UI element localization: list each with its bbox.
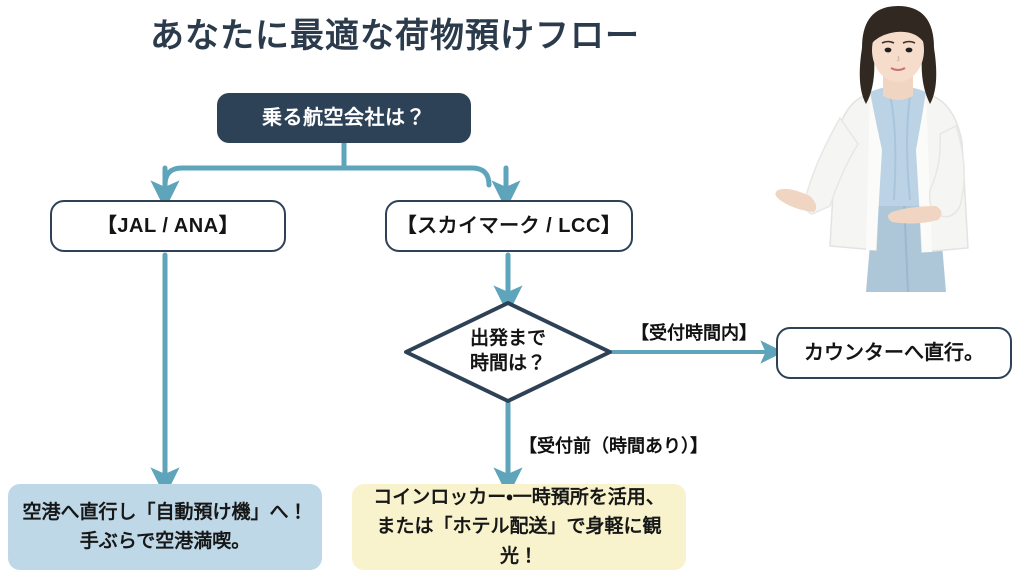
presenter-illustration — [775, 6, 969, 292]
result-coin-locker-hotel-delivery[interactable]: コインロッカー・一時預所を活用、 または「ホテル配送」で身軽に観光！ — [352, 484, 686, 570]
result-blue-line2: 手ぶらで空港満喫。 — [79, 531, 251, 552]
page-title: あなたに最適な荷物預けフロー — [150, 17, 640, 55]
node-decision-time-until-departure[interactable]: 出発まで 時間は？ — [403, 300, 613, 404]
decision-label-line2: 時間は？ — [469, 353, 546, 374]
result-blue-line1: 空港へ直行し「自動預け機」へ！ — [22, 501, 308, 523]
node-root-airline-question[interactable]: 乗る航空会社は？ — [217, 93, 471, 143]
presenter-photo — [770, 0, 1024, 292]
result-yellow-line1: コインロッカー・一時預所を活用、 — [373, 486, 665, 508]
decision-label-line1: 出発まで — [469, 328, 546, 350]
edge-label-within-checkin-hours: 【受付時間内】 — [631, 323, 757, 343]
node-branch-jal-ana[interactable]: 【JAL / ANA】 — [50, 200, 286, 252]
result-go-to-counter[interactable]: カウンターへ直行。 — [776, 327, 1012, 379]
result-airport-self-bag-drop[interactable]: 空港へ直行し「自動預け機」へ！ 手ぶらで空港満喫。 — [8, 484, 322, 570]
decision-label: 出発まで 時間は？ — [403, 300, 613, 404]
edge-root-split — [150, 140, 521, 210]
result-yellow-line2: または「ホテル配送」で身軽に観光！ — [376, 516, 662, 567]
edge-label-before-checkin: 【受付前（時間あり）】 — [519, 436, 708, 456]
node-branch-skymark-lcc[interactable]: 【スカイマーク / LCC】 — [385, 200, 633, 252]
